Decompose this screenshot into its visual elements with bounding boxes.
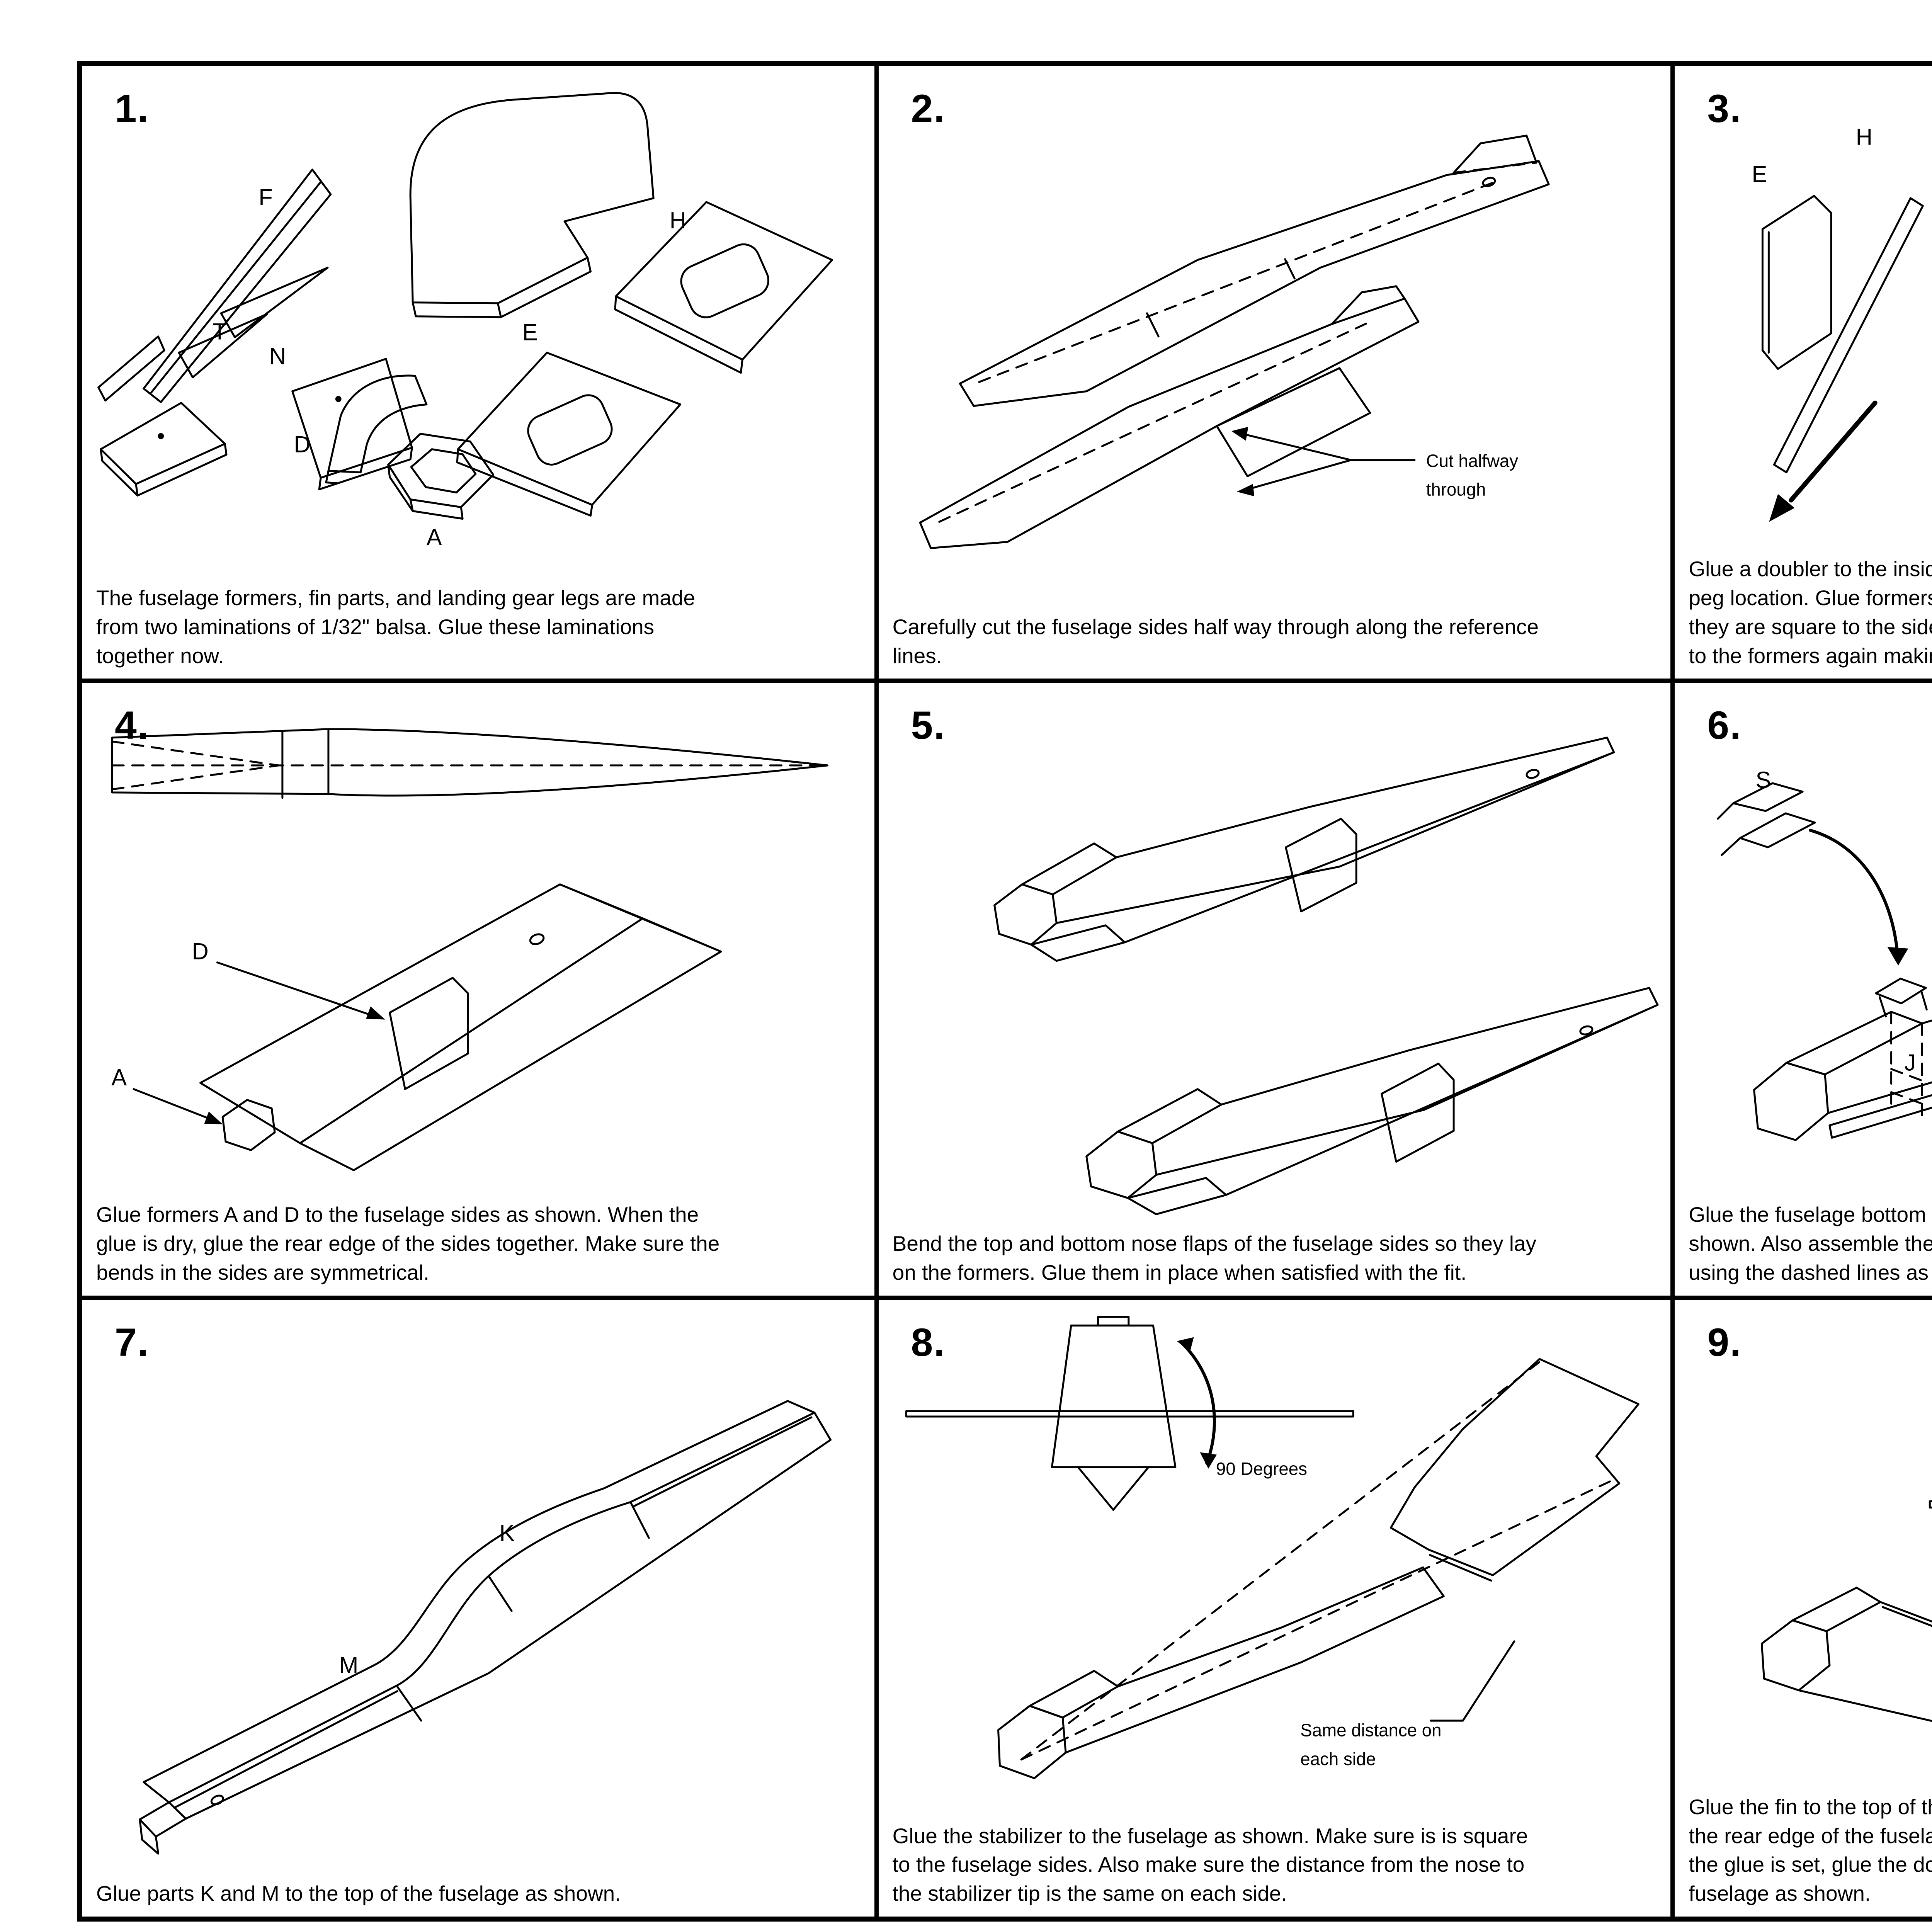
step-caption: Bend the top and bottom nose flaps of th…	[892, 1231, 1537, 1284]
step-caption: Carefully cut the fuselage sides half wa…	[892, 614, 1539, 668]
step-caption: Glue parts K and M to the top of the fus…	[96, 1881, 621, 1906]
step-caption: The fuselage formers, fin parts, and lan…	[96, 585, 696, 668]
part-label-t: T	[213, 318, 226, 344]
step-caption: Glue the fuselage bottom part B and part…	[1689, 1202, 1932, 1284]
step-caption: Glue formers A and D to the fuselage sid…	[96, 1202, 720, 1284]
step-panel-5: 5. Bend the top and bottom nose flaps of…	[878, 683, 1675, 1300]
step-number: 5.	[911, 703, 946, 748]
step-number: 7.	[115, 1320, 150, 1364]
step-6-diagram: S B J	[1717, 767, 1932, 1141]
instruction-sheet: F T N D A E H 1. The fuselage formers, f…	[77, 61, 1932, 1922]
step-9-diagram: 90 Degrees Fin Dorsal fin F	[1761, 1500, 1932, 1722]
step-panel-3: E H Glue a doubler to each side 3. Glue …	[1675, 66, 1932, 683]
part-label-j: J	[1905, 1050, 1916, 1076]
step-caption: Glue the stabilizer to the fuselage as s…	[892, 1823, 1528, 1906]
step-panel-8: 90 Degrees Same distance on each side 8.…	[879, 1299, 1675, 1917]
step-number: 4.	[115, 703, 150, 748]
part-label-a: A	[427, 524, 442, 550]
part-label-e: E	[522, 319, 538, 345]
part-label-d: D	[192, 939, 209, 964]
cut-note-line2: through	[1426, 480, 1486, 499]
step-panel-9: 90 Degrees Fin Dorsal fin F 9. Glue the …	[1675, 1300, 1932, 1917]
step-8-diagram: 90 Degrees Same distance on each side	[905, 1316, 1639, 1779]
step-7-diagram: K M	[139, 1400, 832, 1855]
part-label-d: D	[294, 431, 311, 457]
step-panel-6: S B J 6. Glue the fuselage bottom part B…	[1675, 683, 1932, 1300]
part-label-f: F	[259, 184, 272, 210]
step-caption: Glue the fin to the top of the stabilize…	[1689, 1794, 1932, 1906]
distance-note-line2: each side	[1300, 1748, 1376, 1769]
step-3-diagram: E H Glue a doubler to each side	[1752, 124, 1924, 522]
distance-note-line1: Same distance on	[1300, 1720, 1441, 1740]
step-2-diagram: Cut halfway through	[919, 134, 1550, 549]
step-number: 8.	[911, 1320, 946, 1364]
step-number: 6.	[1707, 703, 1742, 748]
part-label-e: E	[1752, 161, 1767, 187]
step-caption: Glue a doubler to the inside face of eac…	[1689, 557, 1932, 668]
step-4-diagram: D A	[111, 728, 829, 1172]
step-number: 1.	[115, 87, 150, 131]
cut-note-line1: Cut halfway	[1426, 451, 1518, 471]
part-label-h: H	[670, 207, 686, 233]
angle-note: 90 Degrees	[1216, 1458, 1307, 1478]
step-number: 2.	[911, 87, 946, 131]
step-panel-7: K M 7. Glue parts K and M to the top of …	[82, 1299, 879, 1917]
step-5-diagram	[993, 736, 1659, 1216]
part-label-k: K	[499, 1520, 515, 1546]
step-panel-1: F T N D A E H 1. The fuselage formers, f…	[82, 66, 879, 683]
step-panel-4: D A 4. Glue formers A and D to the fusel…	[82, 683, 879, 1300]
part-label-s: S	[1756, 767, 1771, 793]
step-1-diagram: F T N D A E H	[97, 92, 833, 550]
part-label-a: A	[111, 1065, 127, 1090]
step-number: 9.	[1707, 1320, 1742, 1364]
step-number: 3.	[1707, 87, 1742, 131]
part-label-h: H	[1856, 124, 1872, 150]
part-label-m: M	[339, 1652, 359, 1678]
part-label-n: N	[269, 343, 286, 369]
step-panel-2: Cut halfway through 2. Carefully cut the…	[878, 66, 1675, 683]
